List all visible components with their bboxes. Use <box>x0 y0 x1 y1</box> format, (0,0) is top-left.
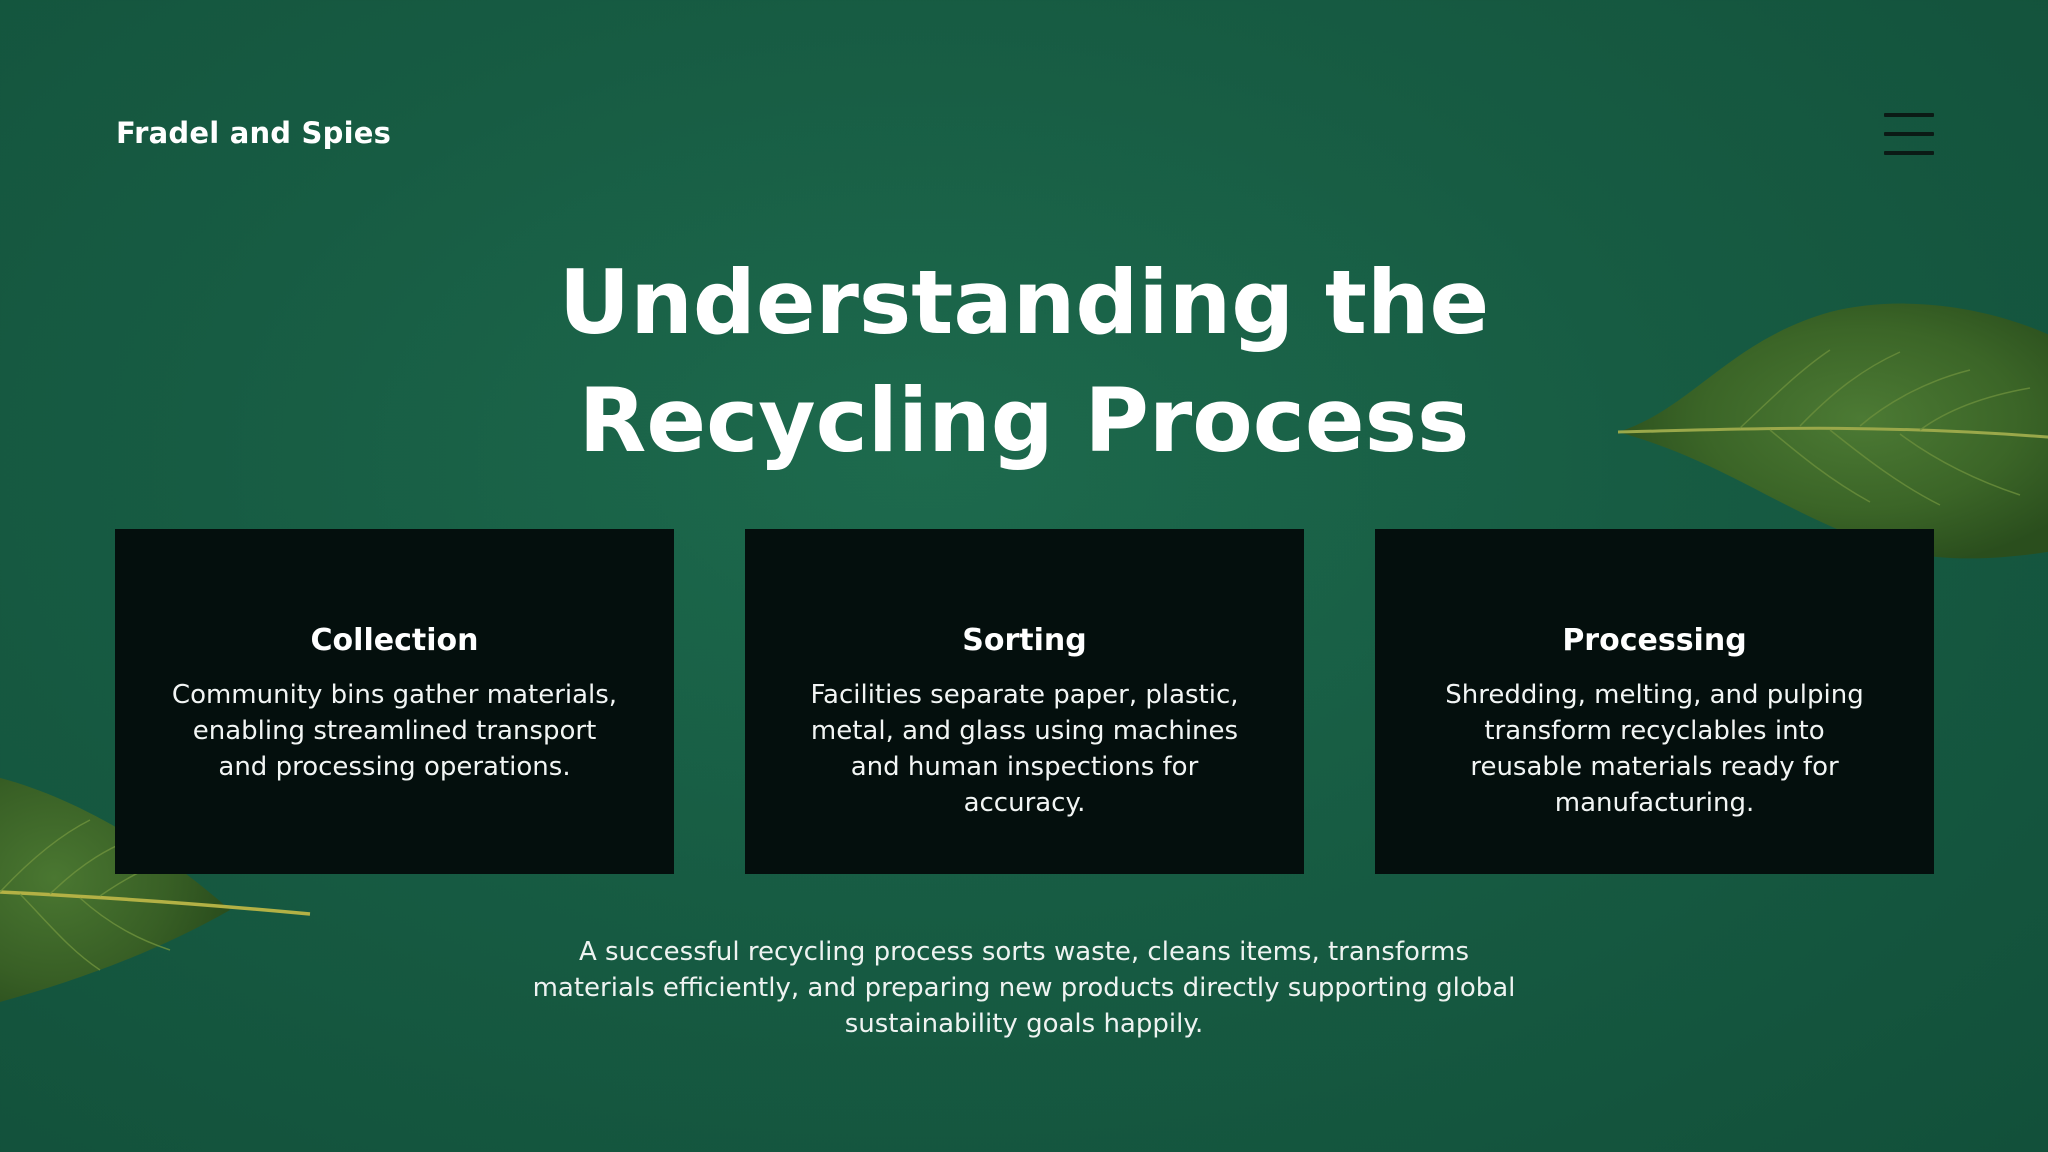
menu-bar <box>1884 113 1934 117</box>
card-title: Collection <box>310 623 479 658</box>
card-description: Facilities separate paper, plastic, meta… <box>810 680 1239 818</box>
card-processing: Processing Shredding, melting, and pulpi… <box>1375 529 1934 874</box>
card-description: Community bins gather materials, enablin… <box>171 680 618 782</box>
card-collection: Collection Community bins gather materia… <box>115 529 674 874</box>
hamburger-menu-icon[interactable] <box>1884 113 1934 155</box>
page-title: Understanding the Recycling Process <box>424 244 1624 480</box>
card-sorting: Sorting Facilities separate paper, plast… <box>745 529 1304 874</box>
summary-text: A successful recycling process sorts was… <box>532 937 1516 1039</box>
brand-name: Fradel and Spies <box>116 116 392 150</box>
menu-bar <box>1884 151 1934 155</box>
card-description: Shredding, melting, and pulping transfor… <box>1445 680 1864 818</box>
menu-bar <box>1884 132 1934 136</box>
card-title: Processing <box>1562 623 1747 658</box>
page-title-line: Understanding the <box>558 251 1490 354</box>
card-title: Sorting <box>962 623 1087 658</box>
page-title-line: Recycling Process <box>578 369 1470 472</box>
